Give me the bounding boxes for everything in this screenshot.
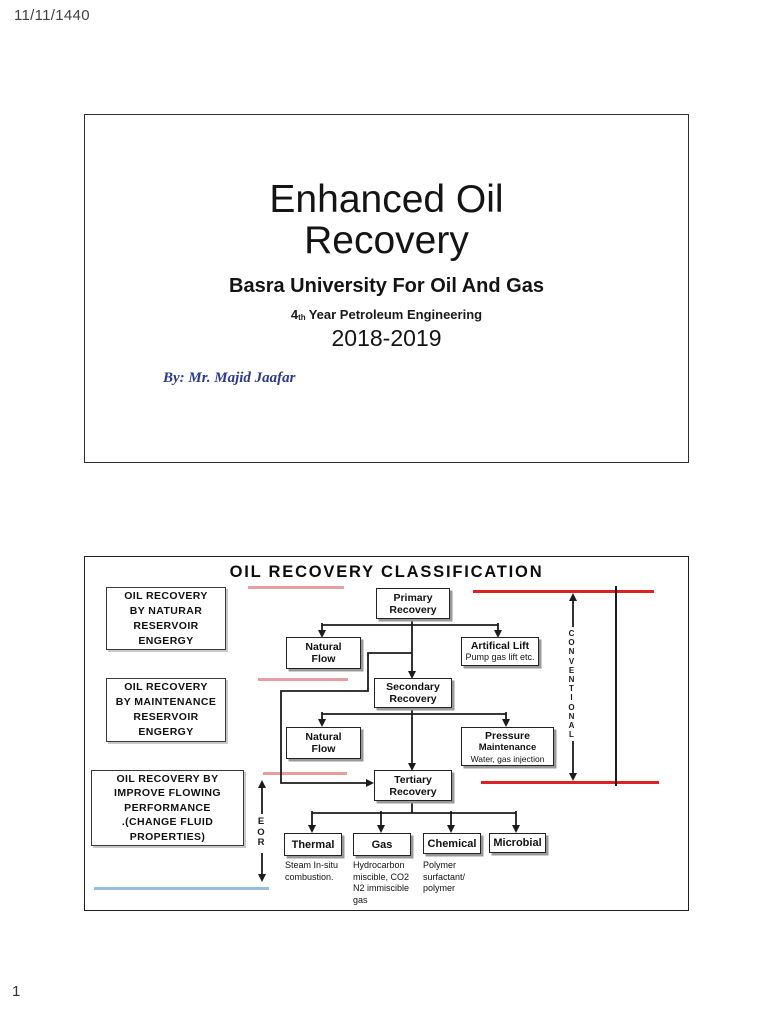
label-line: ENGERGY — [138, 634, 194, 647]
box-line: Tertiary — [394, 773, 432, 786]
box-line: Primary — [393, 591, 433, 604]
label-line: .(CHANGE FLUID — [121, 816, 214, 829]
flow-box-microbial: Microbial — [489, 833, 546, 853]
vertical-label-eor: EOR — [257, 816, 265, 848]
slide-2-classification: OIL RECOVERY CLASSIFICATION — [84, 556, 689, 911]
box-line: Natural — [305, 641, 342, 653]
note-line: Polymer — [423, 860, 457, 870]
box-subline: Water, gas injection — [470, 753, 545, 764]
label-line: PROPERTIES) — [129, 830, 206, 843]
label-line: BY NATURAR — [129, 604, 203, 617]
flow-box-thermal: Thermal — [284, 833, 342, 856]
note-line: surfactant/ — [423, 871, 466, 882]
flow-box-natural-flow-2: Natural Flow — [286, 727, 361, 759]
label-box-natural-energy: OIL RECOVERY BY NATURAR RESERVOIR ENGERG… — [106, 587, 226, 650]
label-box-improve-flowing: OIL RECOVERY BY IMPROVE FLOWING PERFORMA… — [91, 770, 244, 846]
box-line: Recovery — [389, 693, 437, 705]
chart-frame-right-line — [615, 586, 617, 786]
box-line: Flow — [311, 653, 336, 665]
pink-underline-1 — [248, 586, 344, 589]
slide1-author: By: Mr. Majid Jaafar — [163, 370, 296, 386]
red-line-top — [473, 590, 654, 593]
red-line-bottom — [481, 781, 659, 784]
label-line: OIL RECOVERY BY — [116, 772, 219, 785]
label-line: OIL RECOVERY — [124, 589, 208, 602]
year-text: Year Petroleum Engineering — [308, 307, 483, 322]
flow-box-chemical: Chemical — [423, 833, 481, 854]
slide1-title: Enhanced Oil Recovery — [85, 179, 688, 261]
note-chemical: Polymer surfactant/ polymer — [423, 860, 483, 895]
flow-box-primary-recovery: Primary Recovery — [376, 588, 450, 619]
year-number: 4 — [290, 307, 299, 322]
note-line: Hydrocarbon — [353, 860, 405, 870]
label-line: OIL RECOVERY — [124, 681, 208, 693]
box-line: Artifical Lift — [470, 640, 530, 653]
slide1-session-years: 2018-2019 — [331, 325, 442, 351]
pink-underline-3 — [263, 772, 347, 775]
note-gas: Hydrocarbon miscible, CO2 N2 immiscible … — [353, 860, 419, 906]
vertical-label-conventional: CONVENTIONAL — [568, 629, 575, 740]
label-line: RESERVOIR — [133, 619, 199, 632]
slide1-title-line-2: Recovery — [304, 219, 469, 262]
box-line: Microbial — [493, 837, 542, 849]
box-subline: Pump gas lift etc. — [465, 652, 535, 663]
box-line: Thermal — [291, 838, 335, 851]
date-header: 11/11/1440 — [14, 7, 90, 24]
note-line: Steam In-situ — [285, 860, 339, 870]
slide1-title-line-1: Enhanced Oil — [269, 178, 504, 221]
box-line: Recovery — [389, 785, 437, 798]
note-thermal: Steam In-situ combustion. — [285, 860, 349, 883]
slide2-title: OIL RECOVERY CLASSIFICATION — [229, 563, 544, 581]
box-line: Pressure — [485, 729, 530, 742]
box-line: Secondary — [386, 681, 440, 693]
label-box-maintenance-energy: OIL RECOVERY BY MAINTENANCE RESERVOIR EN… — [106, 678, 226, 742]
box-line: Maintenance — [478, 741, 537, 753]
note-line: polymer — [423, 883, 456, 893]
box-line: Recovery — [389, 603, 437, 616]
flow-box-gas: Gas — [353, 833, 411, 856]
flow-box-secondary-recovery: Secondary Recovery — [374, 678, 452, 708]
box-line: Chemical — [427, 837, 477, 850]
box-line: Natural — [305, 731, 342, 743]
box-line: Flow — [311, 743, 336, 755]
flow-box-pressure-maintenance: Pressure Maintenance Water, gas injectio… — [461, 727, 554, 766]
flow-box-tertiary-recovery: Tertiary Recovery — [374, 770, 452, 801]
label-line: IMPROVE FLOWING — [114, 787, 221, 800]
label-line: ENGERGY — [138, 726, 194, 738]
label-line: RESERVOIR — [133, 711, 199, 723]
flow-box-natural-flow-1: Natural Flow — [286, 637, 361, 669]
slide-1-title-slide: Enhanced Oil Recovery Basra University F… — [84, 114, 689, 463]
note-line: gas — [353, 894, 368, 905]
pink-underline-2 — [258, 678, 348, 681]
label-line: PERFORMANCE — [124, 801, 211, 814]
label-line: BY MAINTENANCE — [115, 696, 217, 708]
box-line: Gas — [371, 838, 393, 851]
bottom-blue-line — [94, 887, 269, 890]
slide1-subtitle: Basra University For Oil And Gas — [229, 275, 544, 297]
year-ordinal-suffix: th — [298, 313, 306, 322]
note-line: miscible, CO2 — [353, 871, 410, 882]
note-line: N2 immiscible — [353, 883, 410, 893]
note-line: combustion. — [285, 871, 334, 882]
page-number: 1 — [12, 983, 21, 1000]
flow-box-artificial-lift: Artifical Lift Pump gas lift etc. — [461, 637, 539, 666]
